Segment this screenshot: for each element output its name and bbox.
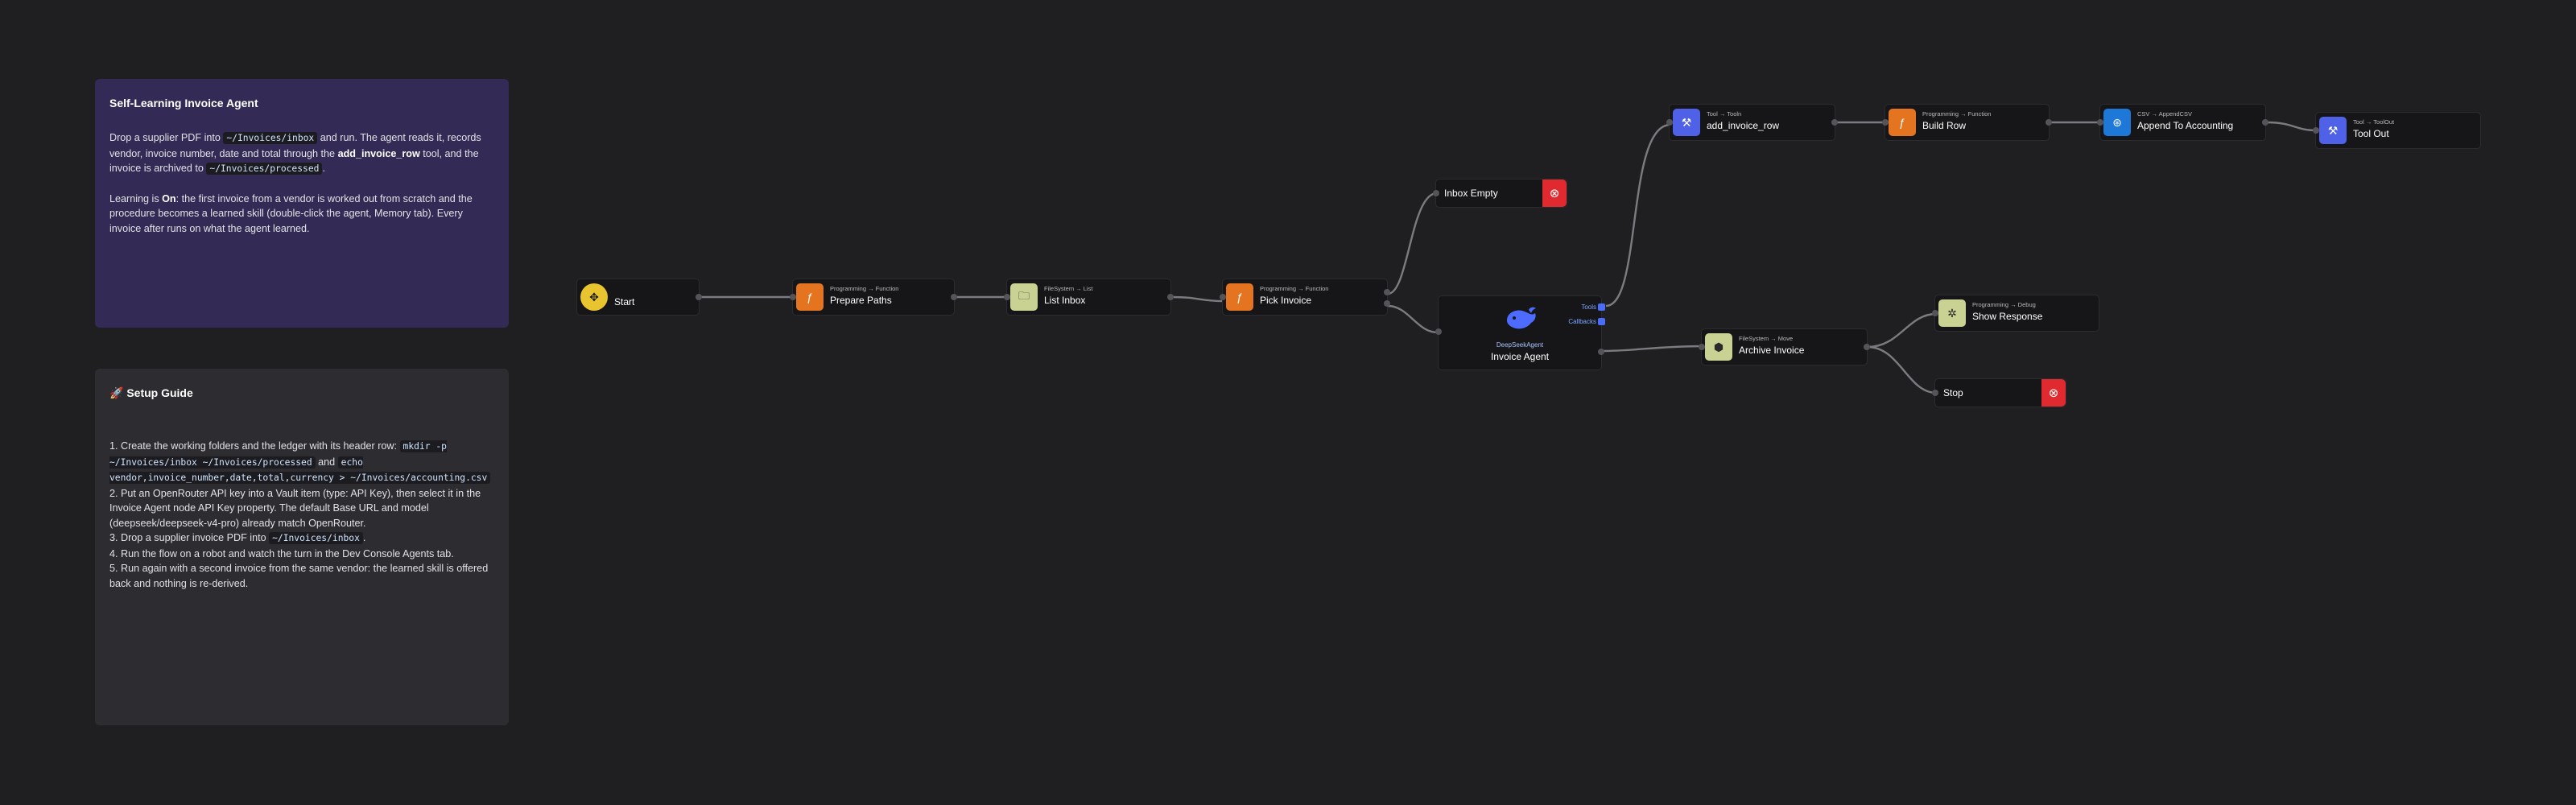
start-icon: ✥ bbox=[580, 283, 608, 311]
wire-append-toolout bbox=[2265, 121, 2318, 132]
setup-step-1: 1. Create the working folders and the le… bbox=[109, 439, 494, 486]
node-tool-out-input-port[interactable] bbox=[2313, 127, 2319, 134]
agent-tools-handle-label: Tools bbox=[1581, 303, 1596, 311]
wire-pick-empty bbox=[1387, 192, 1438, 295]
node-prepare-paths-input-port[interactable] bbox=[790, 294, 796, 300]
stop-icon: ⊗ bbox=[2041, 379, 2066, 407]
wire-agent-tool bbox=[1605, 123, 1671, 308]
node-prepare-paths-output-port[interactable] bbox=[951, 294, 957, 300]
node-inbox-empty[interactable]: Inbox Empty ⊗ bbox=[1433, 179, 1567, 208]
node-append-to-accounting-label: Append To Accounting bbox=[2137, 120, 2234, 131]
wire-list-pick bbox=[1170, 295, 1224, 303]
node-show-response-input-port[interactable] bbox=[1932, 310, 1938, 316]
csv-icon: ⊛ bbox=[2103, 109, 2131, 136]
node-tool-out[interactable]: ⚒ Tool → ToolOut Tool Out bbox=[2313, 112, 2481, 149]
node-invoice-agent-category: DeepSeekAgent bbox=[1496, 341, 1544, 349]
wire-pick-agent bbox=[1387, 304, 1439, 334]
folder-icon: 🗀 bbox=[1010, 283, 1038, 311]
node-prepare-paths-category: Programming → Function bbox=[830, 285, 899, 292]
wire-archive-show bbox=[1867, 312, 1937, 349]
setup-step-4: 4. Run the flow on a robot and watch the… bbox=[109, 547, 454, 559]
node-pick-invoice-output-port-false[interactable] bbox=[1384, 300, 1390, 307]
node-append-to-accounting[interactable]: ⊛ CSV → AppendCSV Append To Accounting bbox=[2097, 104, 2268, 141]
node-build-row-category: Programming → Function bbox=[1922, 110, 1992, 118]
node-archive-invoice-label: Archive Invoice bbox=[1739, 345, 1805, 356]
wire-archive-stop bbox=[1867, 345, 1937, 394]
tool-icon: ⚒ bbox=[2319, 117, 2347, 144]
node-start-output-port[interactable] bbox=[696, 294, 702, 300]
stop-icon: ⊗ bbox=[1542, 180, 1567, 207]
node-add-invoice-row[interactable]: ⚒ Tool → Tooln add_invoice_row bbox=[1666, 104, 1838, 141]
node-list-inbox-input-port[interactable] bbox=[1004, 294, 1010, 300]
node-pick-invoice-category: Programming → Function bbox=[1260, 285, 1329, 292]
wire-agent-archive bbox=[1601, 345, 1703, 353]
agent-callbacks-handle-label: Callbacks bbox=[1568, 318, 1596, 325]
node-list-inbox-category: FileSystem → List bbox=[1044, 285, 1093, 292]
node-add-invoice-row-output-port[interactable] bbox=[1831, 119, 1838, 126]
setup-step-2: 2. Put an OpenRouter API key into a Vaul… bbox=[109, 487, 481, 529]
node-show-response[interactable]: ✲ Programming → Debug Show Response bbox=[1932, 295, 2099, 332]
node-build-row-output-port[interactable] bbox=[2046, 119, 2052, 126]
intro-note-title: Self-Learning Invoice Agent bbox=[109, 97, 258, 109]
intro-note[interactable]: Self-Learning Invoice Agent Drop a suppl… bbox=[95, 79, 509, 328]
node-show-response-category: Programming → Debug bbox=[1972, 301, 2036, 308]
node-tool-out-label: Tool Out bbox=[2353, 128, 2389, 139]
node-list-inbox[interactable]: 🗀 FileSystem → List List Inbox bbox=[1004, 279, 1174, 316]
node-build-row-label: Build Row bbox=[1922, 120, 1967, 131]
bug-icon: ✲ bbox=[1938, 299, 1966, 327]
node-stop-input-port[interactable] bbox=[1932, 390, 1938, 396]
node-build-row[interactable]: ƒ Programming → Function Build Row bbox=[1882, 104, 2052, 141]
node-add-invoice-row-input-port[interactable] bbox=[1666, 119, 1673, 126]
box-icon: ⬢ bbox=[1705, 333, 1732, 361]
node-append-to-accounting-input-port[interactable] bbox=[2097, 119, 2103, 126]
node-inbox-empty-input-port[interactable] bbox=[1433, 190, 1439, 196]
node-start-label: Start bbox=[614, 296, 635, 308]
deepseek-whale-icon bbox=[1507, 307, 1536, 329]
node-stop-label: Stop bbox=[1943, 387, 1963, 398]
function-icon: ƒ bbox=[796, 283, 824, 311]
node-append-to-accounting-category: CSV → AppendCSV bbox=[2137, 110, 2192, 118]
node-archive-invoice-input-port[interactable] bbox=[1699, 344, 1705, 350]
setup-step-3: 3. Drop a supplier invoice PDF into ~/In… bbox=[109, 532, 366, 544]
node-invoice-agent-label: Invoice Agent bbox=[1490, 351, 1550, 362]
node-inbox-empty-label: Inbox Empty bbox=[1444, 188, 1498, 199]
node-archive-invoice-category: FileSystem → Move bbox=[1739, 335, 1794, 342]
node-pick-invoice-label: Pick Invoice bbox=[1260, 295, 1312, 306]
intro-note-paragraph-1: Drop a supplier PDF into ~/Invoices/inbo… bbox=[109, 132, 481, 175]
node-invoice-agent-input-port[interactable] bbox=[1435, 328, 1442, 335]
node-build-row-input-port[interactable] bbox=[1882, 119, 1889, 126]
tool-icon: ⚒ bbox=[1673, 109, 1700, 136]
setup-step-5: 5. Run again with a second invoice from … bbox=[109, 563, 489, 589]
node-add-invoice-row-label: add_invoice_row bbox=[1707, 120, 1780, 131]
node-pick-invoice[interactable]: ƒ Programming → Function Pick Invoice bbox=[1220, 279, 1390, 316]
node-list-inbox-label: List Inbox bbox=[1044, 295, 1086, 306]
node-prepare-paths[interactable]: ƒ Programming → Function Prepare Paths bbox=[790, 279, 957, 316]
node-pick-invoice-input-port[interactable] bbox=[1220, 294, 1226, 300]
agent-callbacks-port[interactable] bbox=[1598, 318, 1605, 325]
node-tool-out-category: Tool → ToolOut bbox=[2353, 118, 2395, 126]
agent-tools-port[interactable] bbox=[1598, 303, 1605, 311]
node-append-to-accounting-output-port[interactable] bbox=[2262, 119, 2268, 126]
node-invoice-agent-output-port[interactable] bbox=[1598, 349, 1604, 355]
node-stop[interactable]: Stop ⊗ bbox=[1932, 378, 2066, 407]
node-prepare-paths-label: Prepare Paths bbox=[830, 295, 892, 306]
node-archive-invoice[interactable]: ⬢ FileSystem → Move Archive Invoice bbox=[1699, 328, 1870, 365]
function-icon: ƒ bbox=[1226, 283, 1253, 311]
node-start[interactable]: ✥ Start bbox=[576, 279, 702, 316]
setup-guide-note[interactable]: 🚀 Setup Guide 1. Create the working fold… bbox=[95, 369, 509, 725]
function-icon: ƒ bbox=[1889, 109, 1916, 136]
intro-note-paragraph-2: Learning is On: the first invoice from a… bbox=[109, 192, 473, 234]
node-archive-invoice-output-port[interactable] bbox=[1864, 344, 1870, 350]
setup-guide-title: 🚀 Setup Guide bbox=[109, 386, 193, 399]
node-pick-invoice-output-port-true[interactable] bbox=[1384, 289, 1390, 295]
node-show-response-label: Show Response bbox=[1972, 311, 2043, 322]
node-list-inbox-output-port[interactable] bbox=[1167, 294, 1174, 300]
node-add-invoice-row-category: Tool → Tooln bbox=[1707, 110, 1742, 118]
node-invoice-agent[interactable]: DeepSeekAgent Invoice Agent Tools Callba… bbox=[1435, 295, 1605, 370]
